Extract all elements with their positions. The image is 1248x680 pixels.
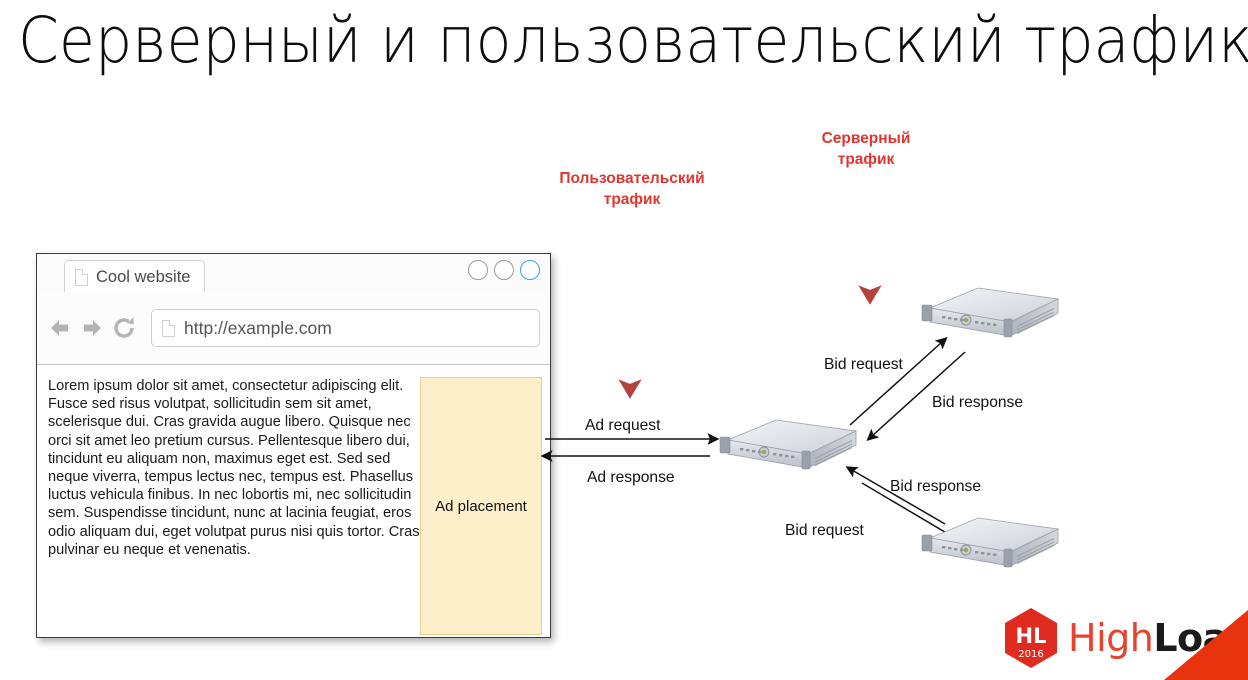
url-text: http://example.com [184, 317, 332, 338]
page-title: Серверный и пользовательский трафик [18, 4, 1248, 77]
page-icon [162, 319, 175, 337]
logo-high-text: High [1068, 616, 1154, 660]
forward-arrow-icon[interactable] [79, 315, 105, 341]
browser-window: Cool website [36, 253, 551, 638]
browser-tabstrip: Cool website [37, 254, 550, 294]
arrow-bid-request-top [849, 336, 948, 426]
tab-cool-website[interactable]: Cool website [64, 260, 206, 294]
hl-badge-icon: HL 2016 [1005, 608, 1057, 668]
label-bid-response-bottom: Bid response [890, 478, 982, 495]
corner-triangle-decoration [1164, 610, 1248, 680]
label-server-traffic: Серверный трафик [821, 130, 911, 168]
browser-toolbar: http://example.com [37, 292, 550, 364]
ad-exchange-server [719, 419, 858, 470]
window-controls [468, 260, 540, 280]
minimize-button[interactable] [468, 260, 488, 280]
page-icon [75, 269, 88, 286]
reload-icon[interactable] [111, 315, 137, 341]
hl-badge-year: 2016 [1018, 649, 1043, 660]
label-bid-request-top: Bid request [824, 356, 903, 373]
hl-badge-text: HL [1016, 624, 1047, 648]
label-bid-request-bottom: Bid request [785, 522, 864, 539]
label-ad-request: Ad request [585, 417, 661, 434]
close-button[interactable] [520, 260, 540, 280]
label-user-traffic: Пользовательский трафик [559, 170, 705, 208]
back-arrow-icon[interactable] [47, 315, 73, 341]
browser-page-content: Lorem ipsum dolor sit amet, consectetur … [37, 365, 550, 637]
label-ad-response: Ad response [587, 469, 675, 486]
maximize-button[interactable] [494, 260, 514, 280]
page-body-text: Lorem ipsum dolor sit amet, consectetur … [48, 378, 420, 558]
browser-chrome: Cool website [37, 254, 550, 365]
bidder-server-bottom [921, 517, 1060, 568]
tab-label: Cool website [96, 268, 191, 286]
ad-placement-box: Ad placement [420, 377, 542, 635]
ad-placement-label: Ad placement [435, 497, 527, 515]
url-bar[interactable]: http://example.com [151, 309, 540, 347]
bidder-server-top [921, 287, 1060, 338]
label-bid-response-top: Bid response [932, 394, 1024, 411]
